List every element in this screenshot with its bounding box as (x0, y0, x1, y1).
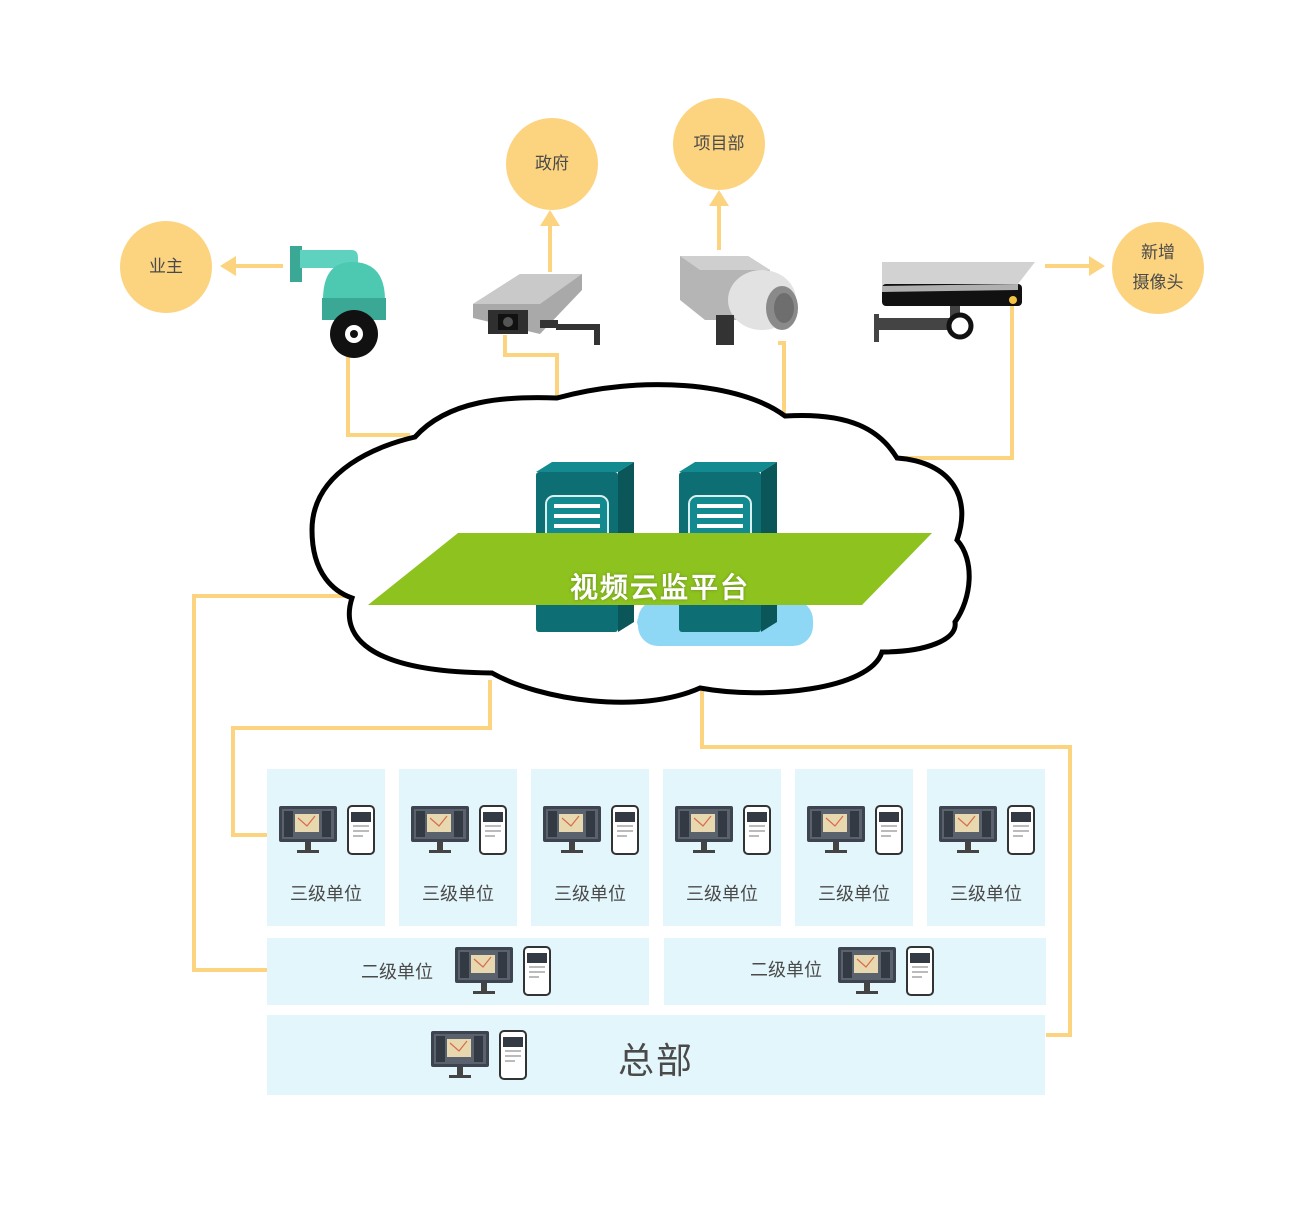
level3-unit-label: 三级单位 (422, 884, 494, 905)
level3-unit-label: 三级单位 (554, 884, 626, 905)
box-camera-icon (680, 256, 798, 345)
dome-camera-icon (290, 246, 386, 358)
level3-unit-label: 三级单位 (290, 884, 362, 905)
level3-unit-label: 三级单位 (818, 884, 890, 905)
cloud-platform (368, 461, 932, 646)
node-owner: 业主 (120, 221, 212, 313)
platform-label: 视频云监平台 (569, 571, 750, 604)
level2-unit-label: 二级单位 (750, 960, 822, 981)
node-new-camera: 新增 摄像头 (1112, 222, 1204, 314)
housing-camera-icon (874, 262, 1035, 342)
node-project-dept: 项目部 (673, 98, 765, 190)
unit-panels (267, 769, 1046, 1095)
node-government: 政府 (506, 118, 598, 210)
connector-lines (192, 202, 1093, 1037)
level2-unit-label: 二级单位 (361, 962, 433, 983)
level3-unit-label: 三级单位 (686, 884, 758, 905)
bullet-camera-icon (473, 274, 600, 345)
level3-unit-label: 三级单位 (950, 884, 1022, 905)
headquarters-label: 总部 (618, 1041, 695, 1082)
arrow-heads (220, 190, 1105, 276)
platform-band (368, 533, 932, 605)
